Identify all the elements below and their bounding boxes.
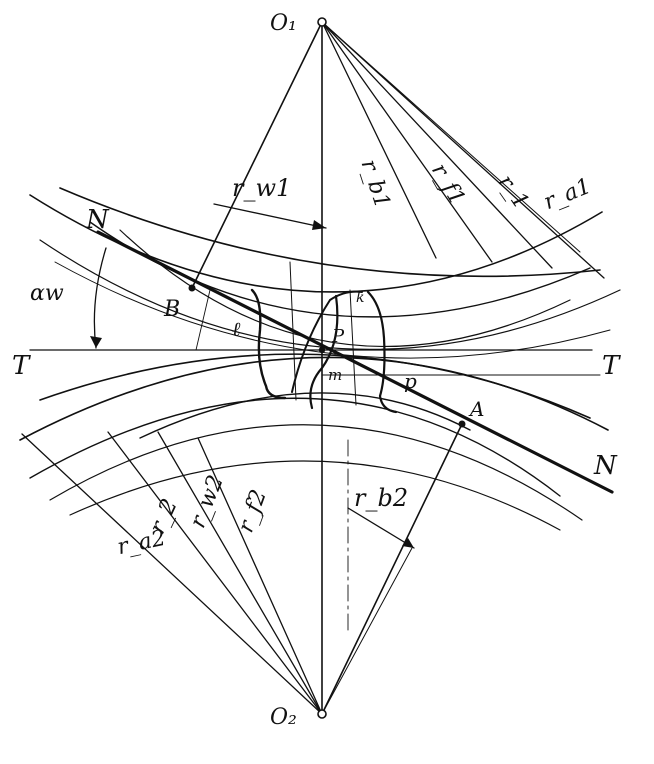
point-b-dot [188, 284, 196, 292]
tooth-profile-left [250, 288, 287, 400]
label-ra1: r_a1 [540, 174, 594, 215]
label-r1: r_1 [493, 170, 534, 213]
radius-r2-right [321, 547, 413, 715]
point-p-dot [318, 346, 326, 354]
gear-1-addendum-circle [39, 239, 621, 350]
label-point-b: B [163, 297, 180, 322]
label-point-m: m [328, 366, 342, 384]
gear-2-radii [21, 423, 463, 715]
labels: O₁ O₂ T T N N αw B A P k m ℓ p r_w1 r_b1… [12, 11, 621, 730]
gear-1-root-circle [119, 229, 571, 348]
radius-o2-a [321, 423, 463, 715]
label-rw1: r_w1 [232, 174, 291, 202]
radius-rw2 [157, 431, 323, 715]
tooth-profile-center-lower [309, 294, 339, 410]
label-rw2: r_w2 [185, 472, 229, 532]
gear-2-outer-arc [39, 353, 591, 419]
radius-rw1 [321, 21, 581, 253]
dim-r1-arrowhead [312, 220, 326, 230]
radius-ra2 [21, 433, 323, 715]
label-point-k: k [356, 290, 364, 306]
gear-1-aux-circle [54, 261, 611, 359]
gear-1-circles [29, 187, 621, 359]
label-length-l: ℓ [232, 317, 241, 341]
tooth-line-b [349, 289, 357, 406]
radius-rf1 [321, 21, 493, 263]
gear-2-base-circle [49, 424, 583, 521]
label-point-a: A [468, 397, 484, 421]
gear-1-radii [191, 21, 605, 289]
point-o2 [317, 709, 327, 719]
gear-1-outer-arc [59, 187, 601, 278]
gear-2-root-circle [69, 460, 561, 531]
radius-o1-b [191, 21, 323, 289]
alpha-w-arc [93, 247, 107, 349]
label-point-p: P [331, 326, 345, 347]
gear-2-inner-arc [139, 392, 471, 439]
dim-r2-arrowhead [402, 538, 414, 548]
label-ra2: r_a2 [115, 526, 168, 561]
radius-ra1 [321, 21, 605, 279]
tooth-profiles [250, 261, 398, 414]
dimension-marks [90, 203, 415, 631]
label-rf1: r_f1 [426, 159, 469, 209]
dim-r2 [347, 507, 415, 549]
label-n-top: N [85, 205, 110, 235]
radius-r1 [321, 21, 553, 269]
gear-2-pitch-circle [29, 397, 561, 497]
label-t-left: T [12, 351, 31, 381]
label-alpha-w: αw [30, 281, 64, 306]
label-n-bottom: N [593, 451, 618, 481]
gear-2-circles [19, 353, 609, 531]
label-rf2: r_f2 [234, 486, 272, 536]
radius-rf2 [197, 437, 323, 715]
label-o1: O₁ [270, 11, 297, 36]
line-of-action-nn [96, 230, 614, 494]
label-arc-p: p [404, 369, 417, 393]
point-a-dot [458, 420, 466, 428]
label-t-right: T [602, 351, 621, 381]
radius-rb1 [321, 21, 437, 259]
radius-r2 [107, 431, 323, 715]
dim-r1 [213, 203, 327, 229]
label-rb1: r_b1 [355, 156, 394, 211]
label-o2: O₂ [270, 705, 297, 730]
label-r2-right: r_b2 [354, 484, 408, 512]
point-o1 [317, 17, 327, 27]
alpha-w-arrowhead [90, 336, 102, 348]
tick-b [195, 289, 211, 351]
tooth-profile-right [366, 290, 398, 414]
